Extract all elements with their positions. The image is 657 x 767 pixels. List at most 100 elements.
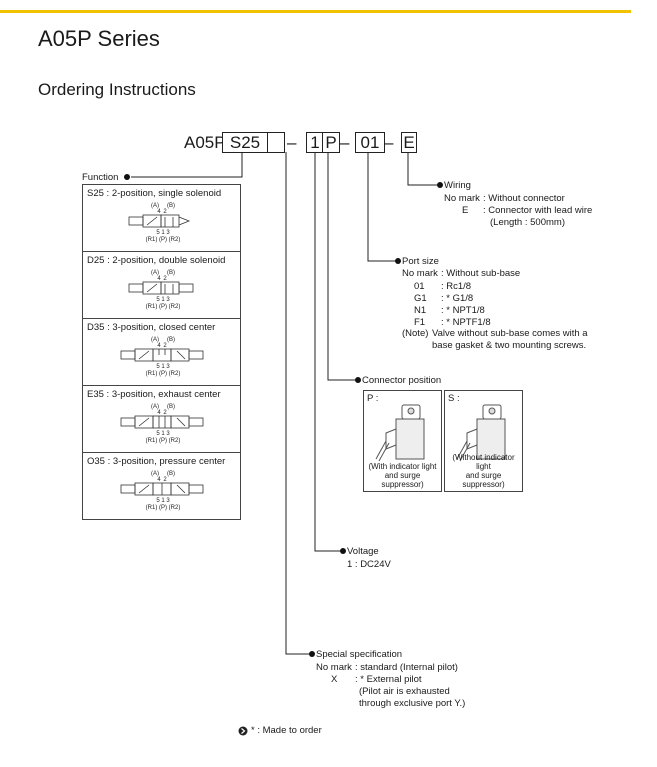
svg-text:(R1) (P) (R2): (R1) (P) (R2) — [146, 438, 181, 444]
connector-p-caption: (With indicator light and surge suppress… — [364, 462, 441, 489]
svg-text:(B): (B) — [167, 337, 175, 343]
wiring-nomark-val: : Without connector — [483, 193, 565, 204]
svg-text:5 1 3: 5 1 3 — [156, 364, 170, 370]
voltage-title: Voltage — [347, 546, 379, 557]
connector-title: Connector position — [362, 375, 442, 386]
wiring-e-key: E — [462, 205, 469, 216]
svg-text:(A): (A) — [151, 471, 159, 477]
svg-text:4: 4 — [157, 410, 161, 416]
connector-code-box: P — [322, 132, 340, 153]
function-row: D35 : 3-position, closed center (A) (B) 4… — [83, 319, 240, 386]
dash: – — [287, 133, 297, 152]
svg-text:2: 2 — [163, 410, 167, 416]
function-label: E35 : 3-position, exhaust center — [87, 389, 221, 400]
svg-text:2: 2 — [163, 276, 167, 282]
svg-text:5 1 3: 5 1 3 — [156, 431, 170, 437]
dash: – — [384, 133, 394, 152]
voltage-value: 1 : DC24V — [347, 559, 391, 570]
made-to-order-icon — [238, 726, 248, 736]
function-label: S25 : 2-position, single solenoid — [87, 188, 222, 199]
connector-s-caption: (Without indicator light and surge suppr… — [445, 453, 522, 489]
svg-text:5 1 3: 5 1 3 — [156, 498, 170, 504]
svg-text:5 1 3: 5 1 3 — [156, 230, 170, 236]
function-table: S25 : 2-position, single solenoid (A) (B)… — [82, 184, 241, 520]
connector-p-icon — [375, 404, 425, 462]
svg-text:4: 4 — [157, 343, 161, 349]
svg-text:(B): (B) — [167, 270, 175, 276]
caption-line: (Without indicator light — [452, 453, 515, 471]
svg-text:(A): (A) — [151, 404, 159, 410]
port-nomark-key: No mark — [402, 268, 438, 279]
port-note-key: (Note) — [402, 328, 429, 339]
svg-text:2: 2 — [163, 209, 167, 215]
special-nomark-key: No mark — [316, 662, 352, 673]
port-val: : * G1/8 — [441, 293, 474, 304]
connector-s-box: S : (Without indicator light and surge s… — [444, 390, 523, 492]
svg-text:(R1) (P) (R2): (R1) (P) (R2) — [146, 505, 181, 511]
svg-text:(B): (B) — [167, 203, 175, 209]
port-code-box: 01 — [355, 132, 385, 153]
caption-line: and surge suppressor) — [462, 471, 505, 489]
svg-text:5 1 3: 5 1 3 — [156, 297, 170, 303]
connector-p-box: P : (With indicator light and surge supp… — [363, 390, 442, 492]
wiring-title: Wiring — [444, 180, 471, 191]
wiring-e-val: : Connector with lead wire — [483, 205, 593, 216]
special-x-val: : * External pilot — [355, 674, 422, 685]
connector-s-tag: S : — [448, 393, 460, 404]
svg-text:(A): (A) — [151, 203, 159, 209]
svg-text:(A): (A) — [151, 270, 159, 276]
port-nomark-val: : Without sub-base — [441, 268, 521, 279]
port-val: : Rc1/8 — [441, 281, 472, 292]
svg-text:4: 4 — [157, 477, 161, 483]
port-val: : * NPTF1/8 — [441, 317, 491, 328]
port-code: 01 — [414, 281, 425, 292]
header-rule — [0, 10, 631, 13]
function-row: E35 : 3-position, exhaust center (A) (B) … — [83, 386, 240, 453]
function-label: D25 : 2-position, double solenoid — [87, 255, 226, 266]
port-code: N1 — [414, 305, 427, 316]
model-base: A05P — [184, 133, 226, 152]
connector-p-tag: P : — [367, 393, 379, 404]
svg-text:2: 2 — [163, 477, 167, 483]
section-title: Ordering Instructions — [38, 80, 196, 99]
function-code-box: S25 — [222, 132, 268, 153]
connector-s-icon — [456, 404, 506, 462]
svg-text:(R1) (P) (R2): (R1) (P) (R2) — [146, 304, 181, 310]
special-x-key: X — [331, 674, 338, 685]
svg-text:4: 4 — [157, 209, 161, 215]
function-row: S25 : 2-position, single solenoid (A) (B)… — [83, 185, 240, 252]
port-code: G1 — [414, 293, 427, 304]
port-code: F1 — [414, 317, 426, 328]
svg-text:2: 2 — [163, 343, 167, 349]
port-note-1: Valve without sub-base comes with a — [432, 328, 588, 339]
special-note-2: through exclusive port Y.) — [359, 698, 466, 709]
port-val: : * NPT1/8 — [441, 305, 485, 316]
svg-text:(A): (A) — [151, 337, 159, 343]
special-note-1: (Pilot air is exhausted — [359, 686, 450, 697]
caption-line: (With indicator light — [368, 462, 437, 471]
function-row: O35 : 3-position, pressure center (A)(B)… — [83, 453, 240, 519]
dash: – — [340, 133, 350, 152]
function-label: O35 : 3-position, pressure center — [87, 456, 226, 467]
svg-text:(R1) (P) (R2): (R1) (P) (R2) — [146, 237, 181, 243]
special-title: Special specification — [316, 649, 403, 660]
svg-text:4: 4 — [157, 276, 161, 282]
function-row: D25 : 2-position, double solenoid (A) (B)… — [83, 252, 240, 319]
wiring-nomark-key: No mark — [444, 193, 480, 204]
special-nomark-val: : standard (Internal pilot) — [355, 662, 458, 673]
svg-text:(R1) (P) (R2): (R1) (P) (R2) — [146, 371, 181, 377]
page-title: A05P Series — [38, 26, 160, 51]
function-label: D35 : 3-position, closed center — [87, 322, 216, 333]
svg-text:(B): (B) — [167, 404, 175, 410]
caption-line: and surge suppressor) — [381, 471, 424, 489]
function-title: Function — [82, 172, 119, 183]
made-to-order-note: * : Made to order — [251, 725, 322, 736]
wiring-code-box: E — [401, 132, 417, 153]
wiring-length: (Length : 500mm) — [490, 217, 565, 228]
